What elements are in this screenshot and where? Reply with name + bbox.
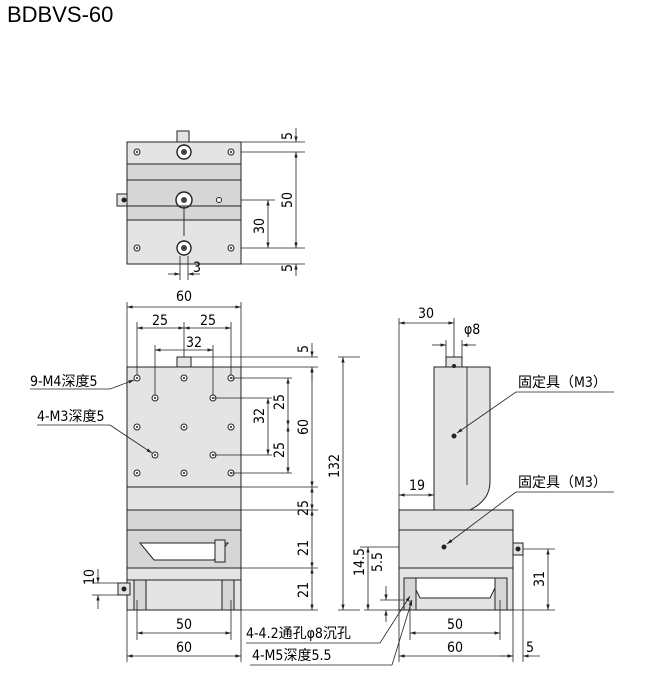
side-dim-5-right: 5 xyxy=(526,640,534,656)
front-dim-5-right: 5 xyxy=(296,345,312,353)
top-dim-3: 3 xyxy=(193,260,201,276)
top-view-knob-tab xyxy=(176,130,190,143)
front-body-upper xyxy=(126,486,242,511)
label-4-m3: 4-M3深度5 xyxy=(37,409,104,425)
front-view: 60 25 25 32 5 25 32 25 60 25 21 21 xyxy=(30,289,360,662)
side-dim-50-bottom: 50 xyxy=(447,617,463,633)
front-dim-25-v-upper: 25 xyxy=(272,394,288,410)
note-tap: 4-M5深度5.5 xyxy=(252,648,331,664)
front-dim-32-v: 32 xyxy=(252,408,268,424)
front-clamp-tab xyxy=(214,539,226,563)
top-dim-5-upper: 5 xyxy=(280,132,296,140)
side-dim-60-bottom: 60 xyxy=(447,640,463,656)
side-dim-phi8: φ8 xyxy=(464,322,480,338)
side-dim-31: 31 xyxy=(532,571,548,587)
front-dim-132: 132 xyxy=(327,454,343,478)
side-column xyxy=(433,366,491,511)
front-dim-25-v-lower: 25 xyxy=(272,442,288,458)
side-body xyxy=(398,509,514,569)
note-through-hole: 4-4.2通孔φ8沉孔 xyxy=(246,626,351,642)
front-dim-25-left: 25 xyxy=(152,313,168,329)
front-dim-60-bottom: 60 xyxy=(176,640,192,656)
front-dovetail xyxy=(138,542,230,561)
front-dim-21-mid: 21 xyxy=(296,540,312,556)
side-view: 30 φ8 19 固定具（M3） 固定具（M3） 14.5 5.5 31 xyxy=(352,306,614,662)
side-dim-14-5: 14.5 xyxy=(352,548,368,576)
notes: 4-4.2通孔φ8沉孔 4-M5深度5.5 xyxy=(246,595,413,666)
front-top-tab xyxy=(176,356,192,368)
side-dim-30: 30 xyxy=(418,306,434,322)
front-dim-21-lower: 21 xyxy=(296,582,312,598)
front-dim-25-body: 25 xyxy=(296,500,312,516)
side-dim-19: 19 xyxy=(409,478,425,494)
drawing-title: BDBVS-60 xyxy=(7,2,114,27)
label-fixture-upper: 固定具（M3） xyxy=(518,375,607,391)
top-dim-30: 30 xyxy=(252,218,268,234)
side-dim-5-5: 5.5 xyxy=(370,552,386,572)
front-dim-50-bottom: 50 xyxy=(176,617,192,633)
top-view-holes xyxy=(121,148,235,252)
front-dim-10: 10 xyxy=(82,569,98,585)
front-dim-60-top: 60 xyxy=(176,289,192,305)
label-fixture-lower: 固定具（M3） xyxy=(518,475,607,491)
top-dim-5-lower: 5 xyxy=(280,264,296,272)
front-dim-25-right: 25 xyxy=(200,313,216,329)
label-9-m4: 9-M4深度5 xyxy=(30,374,97,390)
front-dim-32-top: 32 xyxy=(186,335,202,351)
top-dim-50: 50 xyxy=(280,192,296,208)
top-view: 5 50 30 5 3 xyxy=(116,128,305,280)
front-dim-60-v: 60 xyxy=(296,419,312,435)
